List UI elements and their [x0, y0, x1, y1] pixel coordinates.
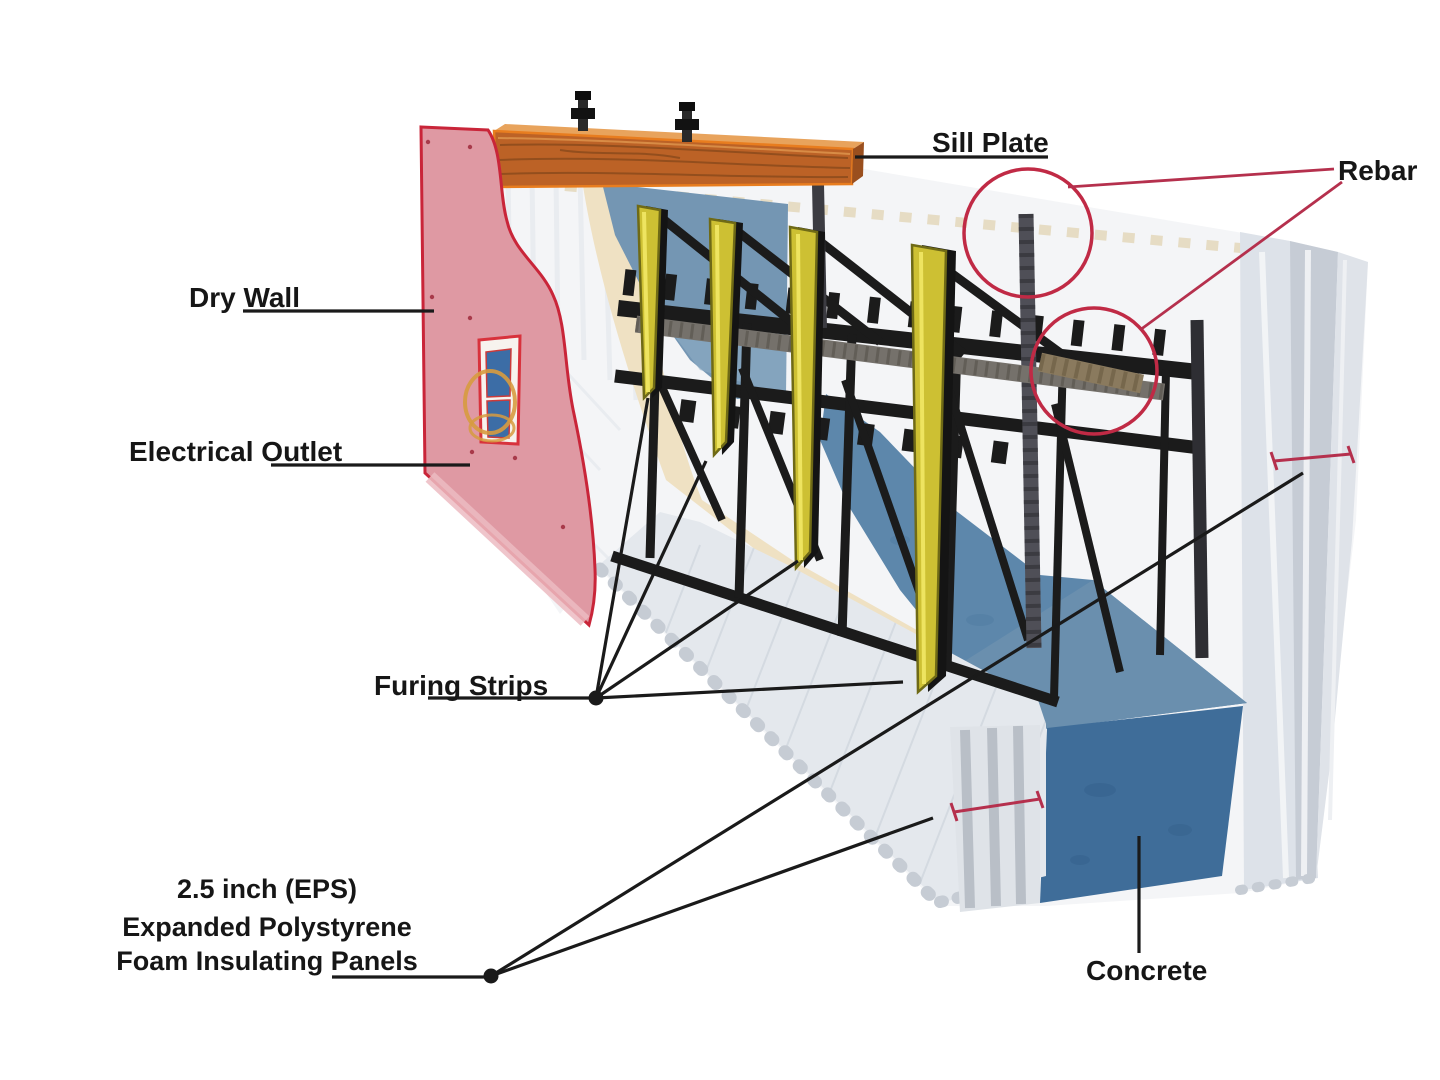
drywall-bottom-fold	[425, 472, 590, 626]
furring-strips	[636, 204, 956, 695]
anchor-bolts	[571, 91, 699, 142]
right-foam-cut-edge	[1235, 241, 1368, 895]
dimension-mark-foam-front	[949, 790, 1045, 822]
drywall	[419, 125, 597, 628]
label-sill-plate: Sill Plate	[932, 127, 1049, 158]
furring-strip-highlights	[642, 211, 926, 685]
rebar-highlight-circle-bottom	[1029, 306, 1159, 436]
leader-furing-ray-2	[594, 460, 708, 699]
leader-furing-ray-1	[594, 397, 650, 699]
vertical-rebar-right	[1190, 319, 1209, 659]
leader-eps-ray-1	[490, 816, 934, 978]
vertical-rebar-center	[1018, 213, 1042, 649]
horizontal-rebar-exposed-ribs	[1038, 353, 1144, 393]
front-foam-rib-end	[950, 725, 1040, 912]
leader-furing-ray-3	[595, 559, 799, 700]
front-foam-panel	[598, 512, 1046, 903]
sill-plate-end-face	[852, 142, 864, 184]
front-foam-rib-bumps	[593, 562, 943, 908]
label-eps-line3: Foam Insulating Panels	[116, 946, 418, 976]
leader-eps-ray-2	[490, 471, 1304, 978]
sill-plate-wood-grain	[497, 143, 851, 179]
outlet-wire-loop	[463, 369, 517, 435]
dimension-mark-foam-right	[1269, 445, 1356, 471]
label-rebar: Rebar	[1338, 155, 1417, 186]
concrete-block-face	[1040, 706, 1243, 903]
leader-rebar-bottom	[1139, 180, 1343, 332]
outlet-wire-loop-2	[468, 413, 516, 443]
leader-furing-ray-4	[595, 680, 904, 700]
leader-lines	[243, 155, 1304, 979]
label-concrete: Concrete	[1086, 955, 1207, 986]
sill-plate-grain-light	[497, 137, 851, 155]
label-furing-strips: Furing Strips	[374, 670, 548, 701]
rebar-leader-lines	[1067, 167, 1343, 332]
leader-rebar-top	[1067, 167, 1335, 189]
electrical-outlet-box	[463, 334, 522, 446]
leader-dot-eps	[483, 968, 499, 984]
concrete-block-texture	[1070, 783, 1192, 865]
label-eps-line1: 2.5 inch (EPS)	[177, 874, 357, 904]
back-wall-stripe	[1259, 251, 1289, 879]
leader-dot-furing	[588, 690, 604, 706]
rebar-highlight-circle-top	[962, 167, 1094, 299]
label-eps-line2: Expanded Polystyrene	[122, 912, 412, 942]
label-dry-wall: Dry Wall	[189, 282, 300, 313]
label-electrical-outlet: Electrical Outlet	[129, 436, 342, 467]
drywall-screws	[425, 139, 566, 530]
anchor-bolt-2	[675, 102, 699, 142]
anchor-bolt-1	[571, 91, 595, 131]
dimension-marks	[949, 445, 1356, 822]
